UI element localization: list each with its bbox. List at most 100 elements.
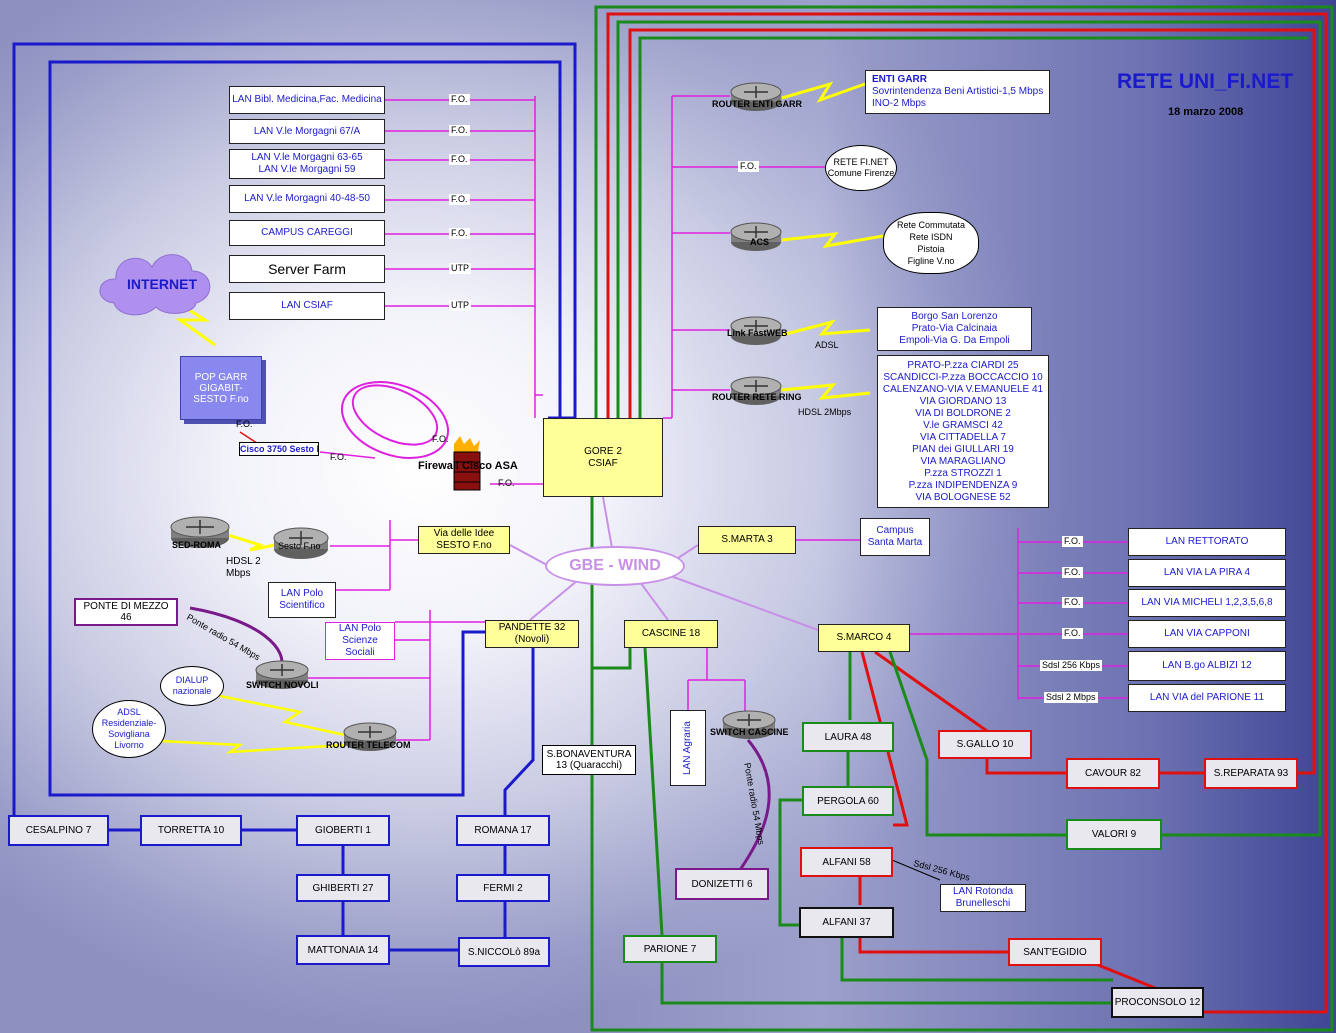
- tag-utp-1: UTP: [449, 263, 471, 274]
- background-gradient: [600, 0, 1336, 1033]
- acs-label: ACS: [750, 237, 770, 247]
- sed-roma-label: SED-ROMA: [172, 540, 221, 550]
- via-idee-node[interactable]: Via delle Idee SESTO F.no: [418, 526, 510, 554]
- lan-agraria[interactable]: LAN Agraria: [670, 710, 706, 786]
- enti-garr-box[interactable]: ENTI GARR Sovrintendenza Beni Artistici-…: [865, 70, 1050, 114]
- fo-tag-fw: F.O.: [432, 434, 449, 444]
- gore-csiaf-node[interactable]: GORE 2 CSIAF: [543, 418, 663, 497]
- sbonaventura-node[interactable]: S.BONAVENTURA 13 (Quaracchi): [542, 745, 636, 775]
- ghiberti-node[interactable]: GHIBERTI 27: [296, 874, 390, 902]
- lan-parione[interactable]: LAN VIA del PARIONE 11: [1128, 684, 1286, 712]
- date-label: 18 marzo 2008: [1168, 106, 1244, 118]
- tag-fo-4: F.O.: [449, 194, 470, 205]
- cascine-node[interactable]: CASCINE 18: [624, 620, 718, 648]
- tag-r-fo-2: F.O.: [1062, 567, 1083, 578]
- switch-cascine-icon[interactable]: [722, 710, 776, 740]
- campus-careggi[interactable]: CAMPUS CAREGGI: [229, 220, 385, 246]
- ponte-di-mezzo-node[interactable]: PONTE DI MEZZO 46: [74, 598, 178, 626]
- pandette-node[interactable]: PANDETTE 32 (Novoli): [485, 620, 579, 648]
- router-telecom-icon[interactable]: [343, 722, 397, 752]
- fermi-node[interactable]: FERMI 2: [456, 874, 550, 902]
- sniccolo-node[interactable]: S.NICCOLò 89a: [458, 937, 550, 967]
- switch-cascine-label: SWITCH CASCINE: [710, 727, 789, 737]
- firewall-label: Firewall Cisco ASA: [418, 460, 518, 472]
- tag-fo-2: F.O.: [449, 125, 470, 136]
- adsl-label: ADSL: [815, 340, 839, 350]
- router-rete-ring-icon[interactable]: [730, 376, 782, 406]
- lan-rettorato[interactable]: LAN RETTORATO: [1128, 528, 1286, 556]
- tag-utp-2: UTP: [449, 300, 471, 311]
- switch-novoli-icon[interactable]: [255, 660, 309, 690]
- smarta-node[interactable]: S.MARTA 3: [698, 526, 796, 554]
- lan-capponi[interactable]: LAN VIA CAPPONI: [1128, 620, 1286, 648]
- lan-agraria-label: LAN Agraria: [682, 721, 694, 775]
- router-enti-garr-icon[interactable]: [730, 82, 782, 112]
- fo-tag-pop: F.O.: [236, 419, 253, 429]
- lan-micheli[interactable]: LAN VIA MICHELI 1,2,3,5,6,8: [1128, 589, 1286, 617]
- ring-sites-box[interactable]: PRATO-P.zza CIARDI 25 SCANDICCI-P.zza BO…: [877, 355, 1049, 508]
- tag-r-sdsl-2: Sdsl 2 Mbps: [1044, 692, 1098, 703]
- lan-bibl-medicina[interactable]: LAN Bibl. Medicina,Fac. Medicina: [229, 86, 385, 114]
- fastweb-label: Link FastWEB: [727, 328, 788, 338]
- valori-node[interactable]: VALORI 9: [1066, 819, 1162, 850]
- rete-finet-cloud[interactable]: RETE FI.NET Comune Firenze: [825, 145, 897, 191]
- lan-morgagni-40[interactable]: LAN V.le Morgagni 40-48-50: [229, 185, 385, 213]
- romana-node[interactable]: ROMANA 17: [456, 815, 550, 846]
- smarco-node[interactable]: S.MARCO 4: [818, 624, 910, 652]
- cavour-node[interactable]: CAVOUR 82: [1066, 758, 1160, 789]
- isdn-cloud[interactable]: Rete Commutata Rete ISDN Pistoia Figline…: [883, 212, 979, 274]
- tag-r-fo-1: F.O.: [1062, 536, 1083, 547]
- router-sed-roma-icon[interactable]: [170, 516, 230, 550]
- pop-garr-node[interactable]: POP GARR GIGABIT- SESTO F.no: [180, 356, 262, 420]
- dialup-cloud[interactable]: DIALUP nazionale: [160, 666, 224, 706]
- campus-santa-marta[interactable]: Campus Santa Marta: [860, 518, 930, 556]
- router-sesto-icon[interactable]: [273, 527, 329, 561]
- server-farm[interactable]: Server Farm: [229, 255, 385, 283]
- tag-fo-5: F.O.: [449, 228, 470, 239]
- red-loop-1: [606, 12, 1328, 1014]
- cisco-3750-node[interactable]: Cisco 3750 Sesto F.no: [239, 442, 319, 456]
- adsl-residenziale-cloud[interactable]: ADSL Residenziale- Sovigliana Livorno: [92, 700, 166, 758]
- hdsl2-label: HDSL 2 Mbps: [226, 556, 261, 579]
- internet-label: INTERNET: [127, 276, 197, 292]
- router-acs-icon[interactable]: [730, 222, 782, 252]
- enti-garr-title: ENTI GARR: [872, 74, 927, 85]
- alfani-37-node[interactable]: ALFANI 37: [799, 907, 894, 938]
- gbe-wind-node[interactable]: GBE - WIND: [545, 546, 685, 586]
- green-loop-outer: [590, 5, 1334, 1032]
- lan-polo-scienze-sociali[interactable]: LAN Polo Scienze Sociali: [325, 622, 395, 660]
- tag-r-fo-4: F.O.: [1062, 628, 1083, 639]
- gioberti-node[interactable]: GIOBERTI 1: [296, 815, 390, 846]
- green-loop-3: [638, 36, 1308, 418]
- lan-albizi[interactable]: LAN B.go ALBIZI 12: [1128, 651, 1286, 681]
- pergola-node[interactable]: PERGOLA 60: [802, 786, 894, 816]
- lan-la-pira[interactable]: LAN VIA LA PIRA 4: [1128, 559, 1286, 587]
- cesalpino-node[interactable]: CESALPINO 7: [8, 815, 109, 846]
- lan-polo-scientifico[interactable]: LAN Polo Scientifico: [268, 582, 336, 618]
- santegidio-node[interactable]: SANT'EGIDIO: [1008, 938, 1102, 966]
- proconsolo-node[interactable]: PROCONSOLO 12: [1111, 987, 1204, 1018]
- router-rete-ring-label: ROUTER RETE RING: [712, 392, 802, 402]
- switch-novoli-label: SWITCH NOVOLI: [246, 680, 319, 690]
- fastweb-sites-box[interactable]: Borgo San Lorenzo Prato-Via Calcinaia Em…: [877, 307, 1032, 351]
- lan-morgagni-67a[interactable]: LAN V.le Morgagni 67/A: [229, 119, 385, 144]
- sreparata-node[interactable]: S.REPARATA 93: [1204, 758, 1298, 789]
- hdsl-label: HDSL 2Mbps: [798, 407, 852, 417]
- tag-fo-finet: F.O.: [738, 161, 759, 172]
- mattonaia-node[interactable]: MATTONAIA 14: [296, 935, 390, 965]
- tag-r-sdsl-256: Sdsl 256 Kbps: [1040, 660, 1103, 671]
- donizetti-node[interactable]: DONIZETTI 6: [675, 868, 769, 900]
- lan-csiaf[interactable]: LAN CSIAF: [229, 292, 385, 320]
- router-fastweb-icon[interactable]: [730, 316, 782, 346]
- lan-morgagni-63[interactable]: LAN V.le Morgagni 63-65 LAN V.le Morgagn…: [229, 149, 385, 179]
- laura-node[interactable]: LAURA 48: [802, 722, 894, 752]
- torretta-node[interactable]: TORRETTA 10: [140, 815, 242, 846]
- alfani-58-node[interactable]: ALFANI 58: [800, 847, 893, 877]
- sgallo-node[interactable]: S.GALLO 10: [938, 730, 1032, 759]
- green-loop-2: [616, 20, 1322, 837]
- router-telecom-label: ROUTER TELECOM: [326, 740, 411, 750]
- lan-rotonda[interactable]: LAN Rotonda Brunelleschi: [940, 884, 1026, 912]
- parione-node[interactable]: PARIONE 7: [623, 935, 717, 963]
- blue-loop-inner: [48, 60, 562, 797]
